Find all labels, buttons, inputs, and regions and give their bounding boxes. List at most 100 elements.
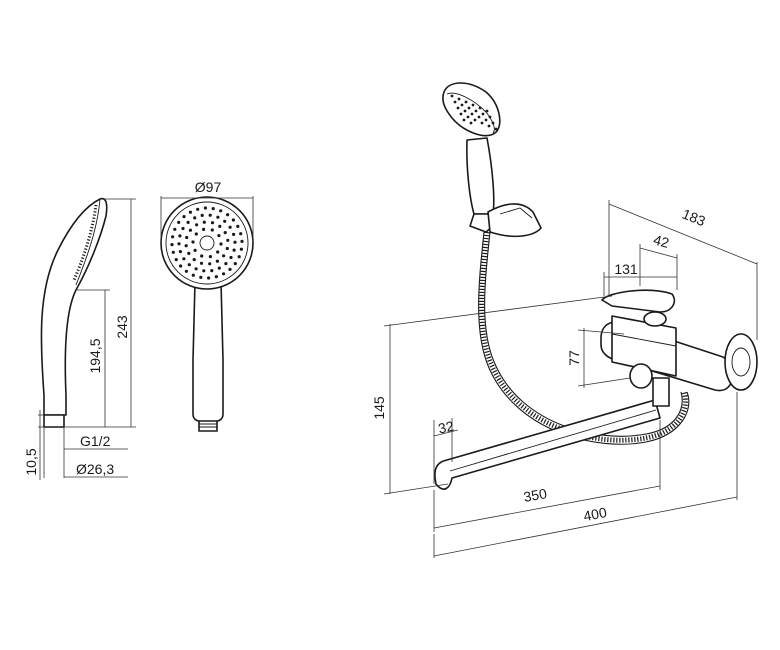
mixer-head-nozzles xyxy=(450,94,498,131)
nozzle-dot xyxy=(222,254,226,258)
nozzle-dot xyxy=(170,243,174,247)
mixer-assembly xyxy=(434,82,758,490)
nozzle-dot xyxy=(215,259,219,263)
nozzle-dot xyxy=(202,269,206,273)
nozzle-dot xyxy=(232,232,236,236)
nozzle-dot xyxy=(210,228,214,232)
nozzle-dot xyxy=(185,235,189,240)
nozzle-dot xyxy=(188,228,192,232)
nozzle-dot xyxy=(199,261,204,265)
nozzle-dot xyxy=(184,269,188,273)
nozzle-dot xyxy=(232,248,236,252)
dim-77: 77 xyxy=(566,350,582,366)
nozzle-dot xyxy=(171,235,175,239)
head-nozzle-dot xyxy=(460,103,464,107)
lever-handle xyxy=(601,289,676,313)
nozzle-dot xyxy=(214,275,218,279)
spout xyxy=(434,399,661,490)
nozzle-dot xyxy=(208,213,212,217)
dim-handle-diameter: Ø26,3 xyxy=(76,461,114,477)
head-nozzle-dot xyxy=(457,97,461,101)
dim-183: 183 xyxy=(680,206,708,230)
head-nozzle-dot xyxy=(459,112,463,116)
front-thread xyxy=(198,420,218,432)
dim-243: 243 xyxy=(114,315,130,339)
nozzle-dot xyxy=(199,275,203,279)
nozzle-dot xyxy=(216,250,220,254)
nozzle-dot xyxy=(187,263,191,267)
nozzle-dot xyxy=(217,266,221,270)
nozzle-dot xyxy=(219,242,223,246)
nozzle-dot xyxy=(171,250,175,254)
nozzle-dot xyxy=(229,255,233,260)
dim-thread: G1/2 xyxy=(80,433,111,449)
head-nozzle-dot xyxy=(478,106,482,110)
side-view-dimensions: 243 194,5 G1/2 Ø26,3 10,5 xyxy=(23,198,136,480)
nozzle-dot xyxy=(195,223,199,227)
head-nozzle-dot xyxy=(466,115,470,119)
head-nozzle-dot xyxy=(477,115,481,119)
nozzle-dot xyxy=(208,255,212,259)
nozzle-dot xyxy=(240,239,244,243)
mixer-shower-head xyxy=(442,82,501,137)
nozzle-dot xyxy=(182,215,186,219)
nozzle-dot xyxy=(222,272,226,276)
nozzle-dot xyxy=(211,207,215,211)
nozzle-dot xyxy=(202,220,206,224)
dim-145: 145 xyxy=(371,396,387,420)
nozzle-dot xyxy=(233,262,237,266)
nozzle-dot xyxy=(228,225,232,229)
nozzle-dot xyxy=(219,209,223,213)
nozzle-dot xyxy=(193,216,197,220)
head-nozzle-dot xyxy=(474,109,478,113)
nozzle-dot xyxy=(218,224,222,228)
nozzle-dot xyxy=(217,234,221,238)
nozzle-dot xyxy=(193,248,197,252)
shower-holder xyxy=(487,203,542,238)
thread-connector xyxy=(43,414,65,428)
nozzle-dot xyxy=(182,257,186,261)
nozzle-dot xyxy=(226,238,230,242)
head-nozzle-dot xyxy=(494,127,498,131)
nozzle-dot xyxy=(173,227,177,231)
nozzle-dot xyxy=(239,232,243,236)
nozzle-dot xyxy=(194,267,198,271)
dim-10-5: 10,5 xyxy=(23,448,39,475)
head-nozzle-dot xyxy=(456,106,460,110)
nozzle-dot xyxy=(191,273,195,277)
head-nozzle-dot xyxy=(488,115,492,119)
head-nozzle-dot xyxy=(485,109,489,113)
nozzle-dot xyxy=(184,244,188,248)
nozzle-dot xyxy=(226,213,230,217)
nozzle-dot xyxy=(196,207,200,211)
nozzle-dot xyxy=(228,267,232,271)
nozzle-dot xyxy=(200,213,204,217)
nozzle-dot xyxy=(207,276,211,280)
head-nozzle-dot xyxy=(469,121,473,125)
nozzle-dot xyxy=(177,242,181,246)
nozzle-dot xyxy=(223,231,227,235)
nozzle-dot xyxy=(174,258,178,262)
nozzle-dot xyxy=(224,262,228,266)
nozzle-dot xyxy=(177,220,181,224)
nozzle-dot xyxy=(187,251,191,255)
wall-flange xyxy=(724,333,758,391)
nozzle-dot xyxy=(178,250,182,254)
nozzle-dot xyxy=(239,247,243,251)
nozzle-dot xyxy=(192,258,196,262)
nozzle-dot xyxy=(203,206,207,210)
mixer-hand-shower-handle xyxy=(466,137,495,215)
hand-shower-side-view xyxy=(40,197,108,428)
nozzle-dot xyxy=(223,219,227,223)
head-nozzle-dot xyxy=(471,103,475,107)
nozzle-dot xyxy=(210,221,215,225)
nozzle-dot xyxy=(225,246,229,251)
nozzle-dot xyxy=(186,220,190,224)
nozzle-dot xyxy=(210,269,214,273)
head-nozzle-dot xyxy=(484,118,488,122)
dim-400: 400 xyxy=(582,504,608,524)
nozzle-dot xyxy=(202,227,206,231)
head-nozzle-dot xyxy=(480,121,484,125)
nozzle-dot xyxy=(181,226,185,231)
